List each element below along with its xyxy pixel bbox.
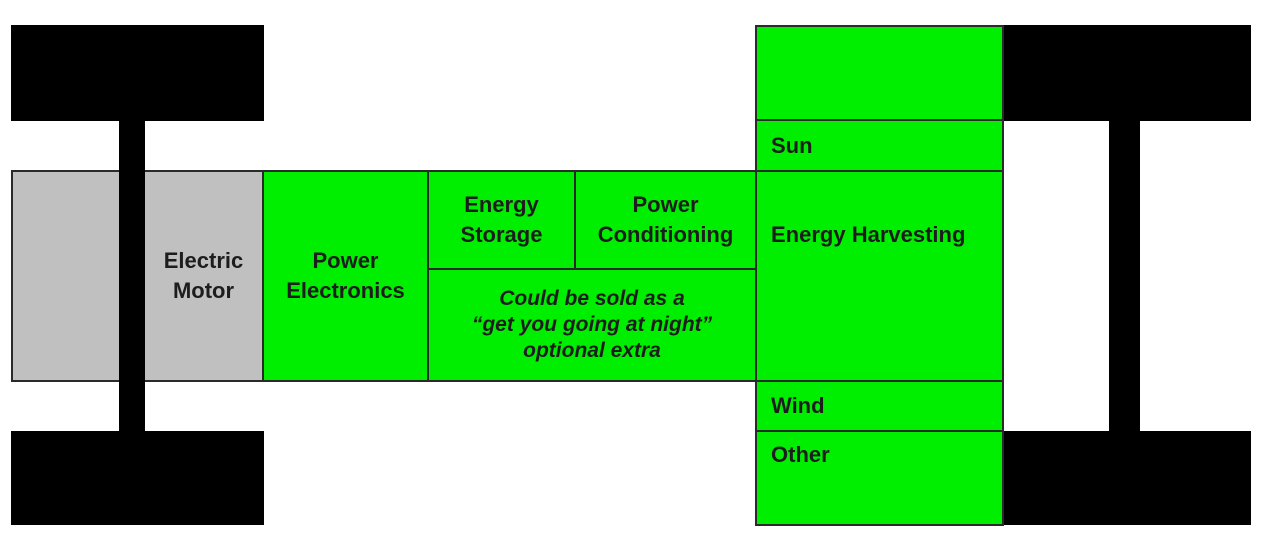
top-green-block [755, 25, 1004, 121]
power-electronics-block: Power Electronics [262, 170, 429, 382]
rear-right-wheel [1004, 431, 1251, 525]
energy-harvesting-block: Energy Harvesting [755, 170, 1004, 382]
right-axle [1109, 119, 1140, 433]
rear-left-wheel [11, 431, 264, 525]
optional-extra-note-block: Could be sold as a “get you going at nig… [427, 268, 757, 382]
left-axle [119, 119, 145, 433]
motor-block-left-part [11, 170, 119, 382]
front-right-wheel [1004, 25, 1251, 121]
energy-storage-block: Energy Storage [427, 170, 576, 270]
other-block: Other [755, 430, 1004, 526]
power-conditioning-block: Power Conditioning [574, 170, 757, 270]
sun-block: Sun [755, 119, 1004, 172]
electric-motor-block: Electric Motor [145, 170, 264, 382]
front-left-wheel [11, 25, 264, 121]
wind-block: Wind [755, 380, 1004, 432]
